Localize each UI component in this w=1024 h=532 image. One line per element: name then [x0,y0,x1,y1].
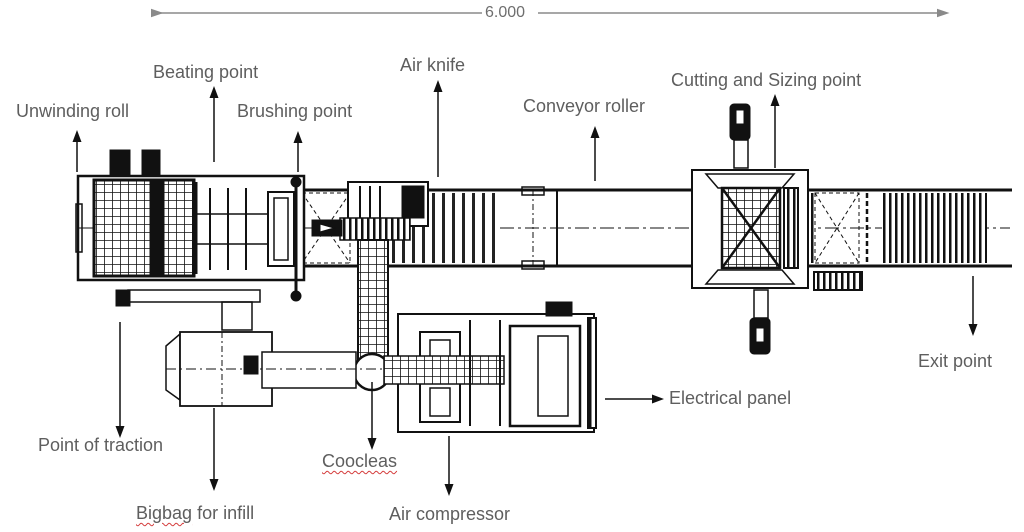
label-cutting-sizing: Cutting and Sizing point [671,70,862,90]
bigbag-unit [165,301,600,407]
label-bigbag: Bigbag for infill [136,503,254,523]
label-air-knife: Air knife [400,55,466,75]
label-exit-point: Exit point [918,351,993,371]
leader-arrows [72,80,978,496]
label-electrical-panel: Electrical panel [669,388,792,408]
label-point-of-traction: Point of traction [38,435,164,455]
label-conveyor-roller: Conveyor roller [523,96,646,116]
label-brushing-point: Brushing point [237,101,353,121]
label-coocleas: Coocleas [322,451,398,471]
dimension-value: 6.000 [482,4,529,22]
coocleas-unit [352,239,392,392]
label-unwinding-roll: Unwinding roll [16,101,130,121]
label-bigbag-rest: for infill [192,503,255,523]
label-bigbag-word: Bigbag [136,503,193,523]
label-air-compressor: Air compressor [389,504,511,524]
unwinding-beating-unit [75,149,306,307]
compressor-unit [383,301,597,433]
label-beating-point: Beating point [153,62,259,82]
cutting-sizing-unit [691,103,863,355]
